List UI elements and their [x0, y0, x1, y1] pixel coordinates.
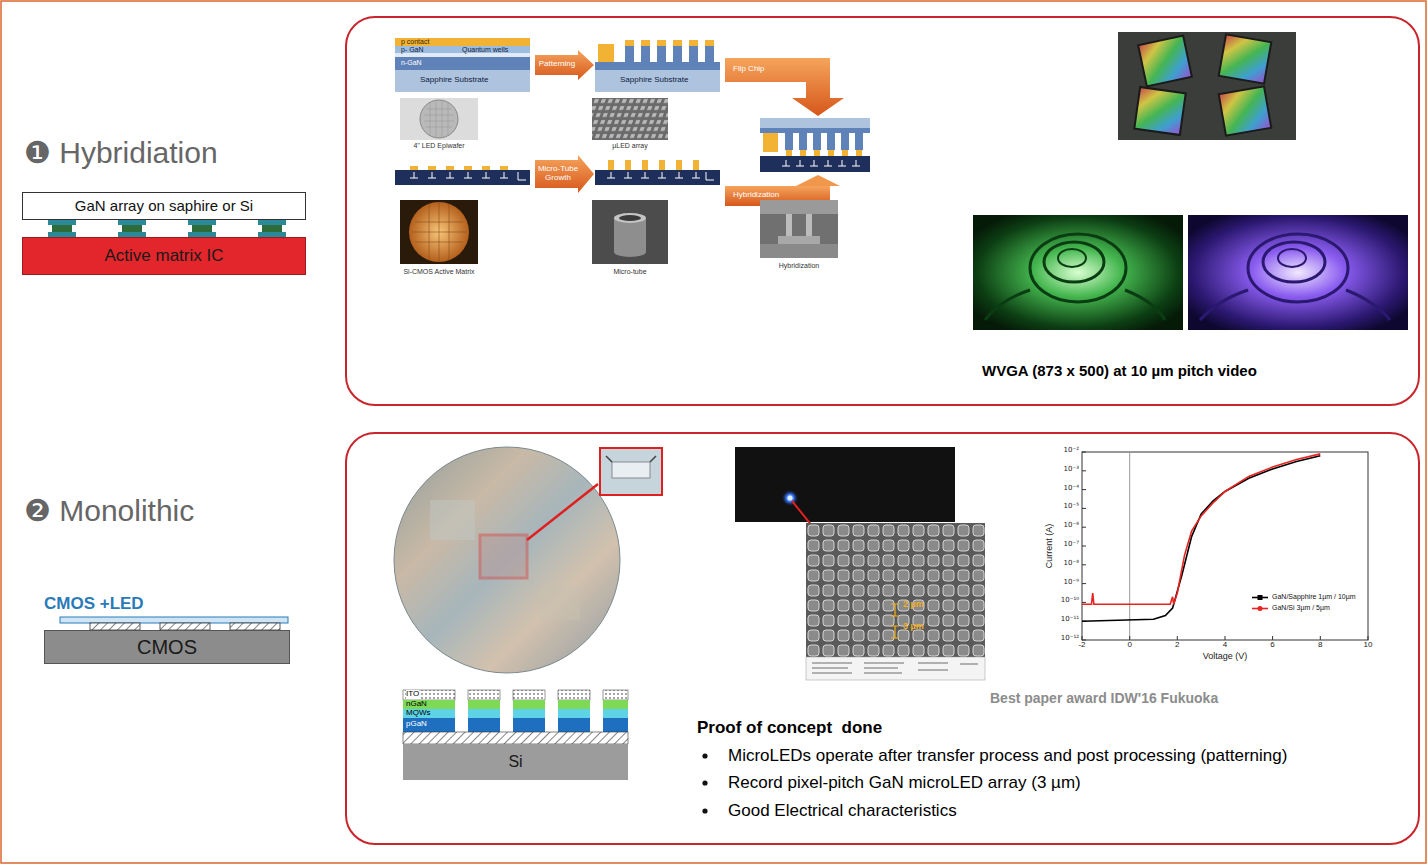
cmos-box: CMOS	[44, 630, 290, 664]
legend-text: GaN/Sapphire 1µm / 10µm	[1272, 593, 1356, 601]
bullet-text: MicroLEDs operate after transfer process…	[728, 746, 1287, 766]
patterned-stack	[595, 40, 720, 92]
microled-array-photo	[592, 98, 668, 140]
arrow-label: Patterning	[536, 60, 578, 69]
axis-tick-label: 10⁻⁸	[1056, 560, 1079, 568]
photo-caption: Hybridization	[754, 262, 844, 270]
axis-tick-label: 10⁻¹¹	[1056, 616, 1079, 624]
bullet-dots	[702, 753, 707, 813]
process-arrow	[535, 155, 594, 193]
box-label: Si	[508, 753, 522, 771]
axis-tick-label: 10⁻²	[1056, 447, 1079, 455]
axis-tick-label: 6	[1263, 641, 1283, 650]
hybridization-sem	[760, 200, 838, 258]
axis-title: Current (A)	[1045, 524, 1055, 569]
monolithic-sketch	[60, 617, 288, 630]
photo-caption: µLED array	[585, 142, 675, 150]
result-heading: Proof of concept done	[697, 718, 882, 738]
layer-name: p contact	[401, 38, 429, 46]
layer-name: Sapphire Substrate	[620, 76, 689, 85]
microtube-stack	[595, 160, 720, 185]
axis-tick-label: 4	[1215, 641, 1235, 650]
photo-caption: Si-CMOS Active Matrix	[385, 268, 493, 276]
cmos-wafer-photo	[400, 200, 478, 264]
monolithic-panel: Best paper award IDW'16 FukuokaProof of …	[345, 432, 1420, 845]
active-matrix-box: Active matrix IC	[22, 237, 306, 275]
photo-caption: 4" LED Epiwafer	[392, 142, 486, 150]
arrow-label: Hybridization	[733, 191, 779, 200]
purple-rose-image	[1188, 215, 1408, 330]
award-note: Best paper award IDW'16 Fukuoka	[990, 690, 1218, 706]
layer-name: p- GaN	[401, 46, 424, 54]
arrow-label: Micro-Tube Growth	[536, 165, 580, 183]
axis-tick-label: 10⁻⁹	[1056, 579, 1079, 587]
cmos-stack	[395, 166, 530, 185]
layer-name: Quantum wells	[462, 46, 508, 54]
axis-tick-label: 8	[1310, 641, 1330, 650]
process-arrow	[535, 50, 594, 80]
sem-pixel-array	[806, 523, 985, 680]
layer-name: nGaN	[406, 700, 427, 709]
resolution-caption: WVGA (873 x 500) at 10 µm pitch video	[982, 362, 1257, 379]
wafer-photo	[394, 447, 662, 673]
legend-text: GaN/Si 3µm / 5µm	[1272, 604, 1330, 612]
arrow-label: Flip Chip	[733, 65, 765, 74]
layer-name: ITO	[406, 690, 419, 699]
process-arrow-head	[796, 175, 840, 186]
layer-name: MQWs	[406, 709, 430, 718]
axis-tick-label: 10	[1358, 641, 1378, 650]
gan-array-box: GaN array on saphire or Si	[22, 192, 306, 220]
led-epi-stack	[395, 38, 530, 92]
axis-tick-label: 10⁻¹²	[1056, 635, 1079, 643]
axis-tick-label: 10⁻⁵	[1056, 503, 1079, 511]
photo-caption: Micro-tube	[585, 268, 675, 276]
iv-chart	[1082, 452, 1368, 640]
bullet-text: Good Electrical characteristics	[728, 801, 957, 821]
box-label: Active matrix IC	[104, 246, 223, 266]
cross-section	[403, 690, 628, 744]
display-chips-photo	[1118, 32, 1296, 140]
hybrid-stack	[760, 118, 870, 172]
si-substrate: Si	[403, 744, 628, 780]
box-label: GaN array on saphire or Si	[75, 197, 253, 214]
green-rose-image	[973, 215, 1183, 330]
process-arrow	[725, 58, 844, 116]
dimension: 3 µm	[903, 622, 924, 632]
axis-tick-label: -2	[1072, 641, 1092, 650]
dimension: 2 µm	[903, 600, 924, 610]
hybridization-panel: WVGA (873 x 500) at 10 µm pitch video	[345, 16, 1420, 406]
box-label: CMOS	[137, 636, 197, 659]
bullet-text: Record pixel-pitch GaN microLED array (3…	[728, 773, 1081, 793]
sketch-caption: CMOS +LED	[44, 595, 144, 614]
axis-tick-label: 10⁻⁶	[1056, 522, 1079, 530]
microtube-sem	[592, 200, 668, 264]
section-heading: ❶ Hybridiation	[24, 136, 218, 169]
axis-tick-label: 10⁻⁷	[1056, 541, 1079, 549]
section-heading: ❷ Monolithic	[24, 494, 194, 527]
layer-name: pGaN	[406, 720, 427, 729]
axis-tick-label: 2	[1167, 641, 1187, 650]
epiwafer-photo	[400, 98, 478, 140]
layer-name: n-GaN	[401, 59, 422, 67]
axis-tick-label: 10⁻⁴	[1056, 485, 1079, 493]
hybrid-bumps	[48, 220, 286, 237]
axis-title: Voltage (V)	[1190, 652, 1260, 662]
axis-tick-label: 10⁻¹⁰	[1056, 597, 1079, 605]
axis-tick-label: 10⁻³	[1056, 466, 1079, 474]
axis-tick-label: 0	[1120, 641, 1140, 650]
layer-name: Sapphire Substrate	[420, 76, 489, 85]
